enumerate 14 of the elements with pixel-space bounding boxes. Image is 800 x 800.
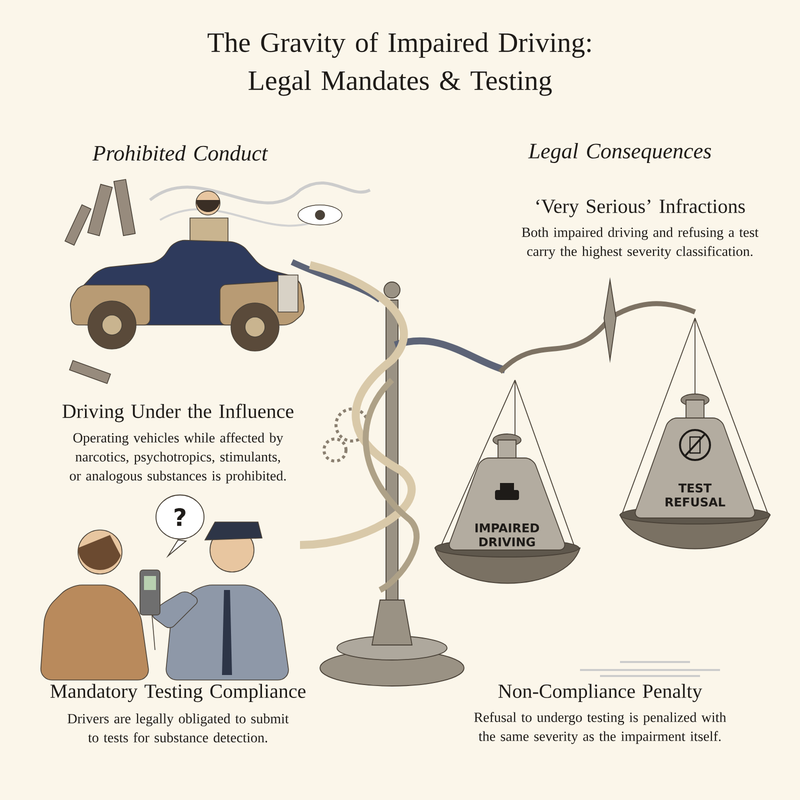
weight: TEST REFUSAL — [634, 394, 756, 518]
item-heading: Driving Under the Influence — [62, 404, 294, 422]
section-heading: Legal Consequences — [528, 143, 711, 163]
description: Refusal to undergo testing is penalized with the same severity as the impairment itself. — [474, 712, 726, 744]
item-heading: Non-Compliance Penalty — [498, 684, 702, 702]
item-heading: ‘Very Serious’ Infractions — [536, 198, 745, 218]
description: Both impaired driving and refusing a test carry the highest severity classification. — [522, 227, 759, 259]
description: Operating vehicles while affected by narcotics, psychotropics, stimulants, or analogous substances is prohibited. — [70, 432, 286, 484]
description: Drivers are legally obligated to submit to tests for substance detection. — [68, 714, 289, 742]
item-heading: Mandatory Testing Compliance — [50, 684, 306, 702]
weight: IMPAIRED DRIVING — [448, 434, 566, 550]
section-heading: Prohibited Conduct — [92, 145, 268, 161]
speech-bubble: ? — [156, 494, 204, 558]
title: The Gravity of Impaired Driving: Legal Mandates & Testing — [208, 32, 591, 96]
